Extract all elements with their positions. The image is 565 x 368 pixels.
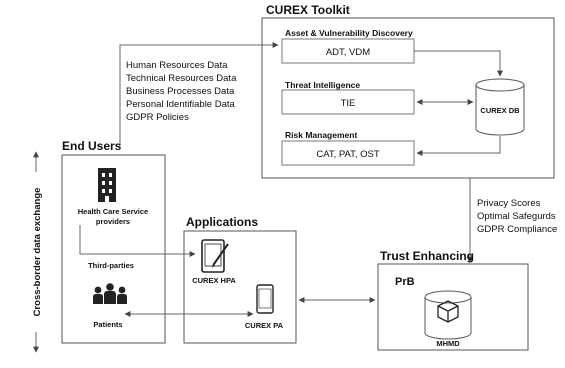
risk-box xyxy=(281,140,415,166)
threat-title: Threat Intelligence xyxy=(285,80,360,90)
database-icon xyxy=(475,78,525,136)
data-flow-item: Human Resources Data xyxy=(126,60,228,71)
output-item: Privacy Scores xyxy=(477,198,541,209)
hpa-label: CUREX HPA xyxy=(192,276,236,285)
threat-tool: TIE xyxy=(341,98,356,109)
tablet-icon xyxy=(201,239,229,273)
phone-icon xyxy=(256,284,274,314)
discovery-to-db-arrow xyxy=(414,50,503,77)
patients-icon xyxy=(93,283,127,304)
mhmd-label: MHMD xyxy=(436,339,460,348)
data-flow-item: GDPR Policies xyxy=(126,112,189,123)
output-item: Optimal Safegurds xyxy=(477,211,556,222)
cross-border-arrow: Cross-border data exchange xyxy=(27,151,45,353)
output-list: Privacy Scores Optimal Safegurds GDPR Co… xyxy=(477,198,557,235)
toolkit-title: CUREX Toolkit xyxy=(266,3,350,17)
pa-label: CUREX PA xyxy=(245,321,284,330)
applications-title: Applications xyxy=(186,215,258,229)
health-care-label-line1: Health Care Service xyxy=(78,207,148,216)
cube-icon xyxy=(437,300,459,323)
data-flow-list: Human Resources Data Technical Resources… xyxy=(126,60,237,123)
data-flow-item: Technical Resources Data xyxy=(126,73,237,84)
threat-box xyxy=(281,89,415,115)
trust-enhancing: Trust Enhancing PrB MHMD xyxy=(377,249,529,351)
prb-label: PrB xyxy=(395,276,415,288)
risk-tools: CAT, PAT, OST xyxy=(316,149,380,160)
curex-toolkit: CUREX Toolkit Asset & Vulnerability Disc… xyxy=(261,3,555,179)
patients-label: Patients xyxy=(93,320,122,329)
db-label: CUREX DB xyxy=(480,106,520,115)
hospital-icon xyxy=(98,168,116,202)
applications: Applications CUREX HPA CUREX PA xyxy=(183,215,297,344)
data-flow-item: Business Processes Data xyxy=(126,86,235,97)
discovery-title: Asset & Vulnerability Discovery xyxy=(285,28,413,38)
discovery-box xyxy=(281,38,415,64)
cross-border-label: Cross-border data exchange xyxy=(32,188,43,317)
discovery-tools: ADT, VDM xyxy=(326,47,370,58)
trust-title: Trust Enhancing xyxy=(380,249,474,263)
output-item: GDPR Compliance xyxy=(477,224,557,235)
risk-title: Risk Management xyxy=(285,130,357,140)
third-parties-label: Third-parties xyxy=(88,261,134,270)
health-care-label-line2: providers xyxy=(96,217,130,226)
users-to-toolkit-arrow xyxy=(119,42,279,146)
data-flow-item: Personal Identifiable Data xyxy=(126,99,236,110)
end-users: End Users Health Care Service providers … xyxy=(61,139,166,344)
db-to-risk-arrow xyxy=(416,136,501,156)
healthcare-to-hpa-arrow xyxy=(79,225,196,257)
end-users-title: End Users xyxy=(62,139,122,153)
